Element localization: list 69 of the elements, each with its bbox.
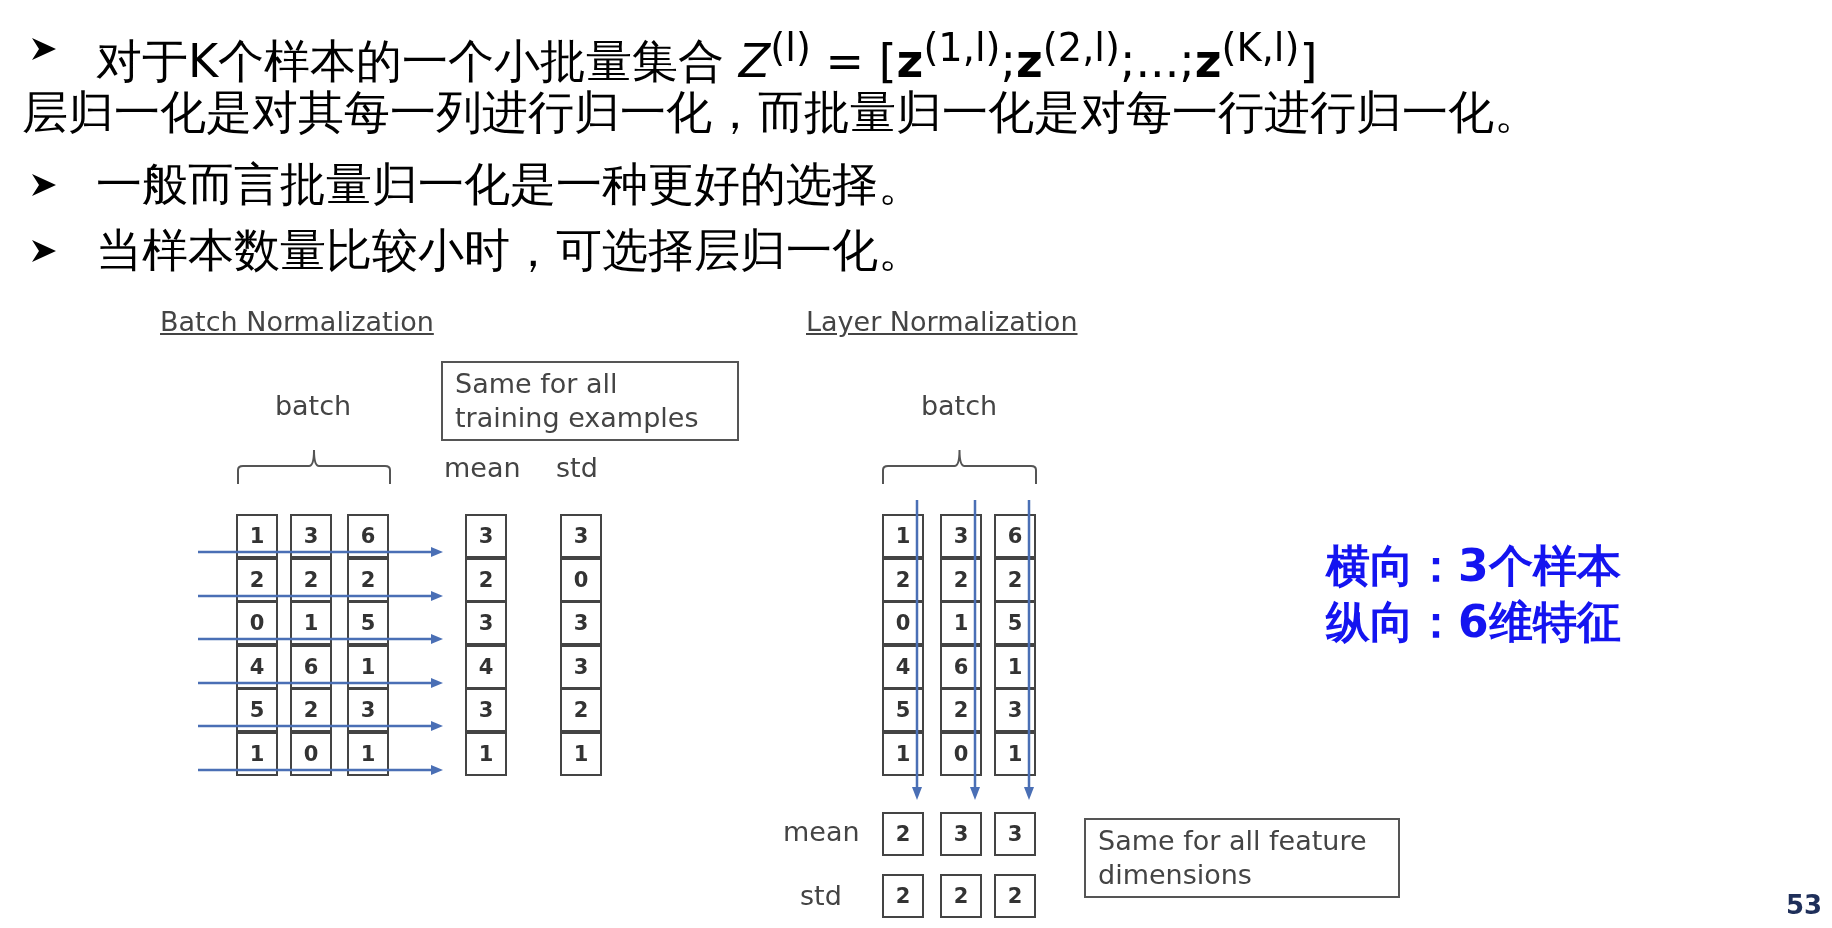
matrix-cell: 5 bbox=[994, 601, 1036, 645]
matrix-cell: 5 bbox=[882, 688, 924, 732]
std-cell: 2 bbox=[940, 874, 982, 918]
matrix-cell: 4 bbox=[465, 644, 507, 689]
matrix-cell: 6 bbox=[290, 644, 332, 689]
matrix-cell: 0 bbox=[560, 557, 602, 602]
matrix-cell: 1 bbox=[940, 601, 982, 645]
matrix-cell: 2 bbox=[940, 688, 982, 732]
matrix-cell: 3 bbox=[465, 514, 507, 558]
note-box: Same for all training examples bbox=[441, 361, 739, 441]
matrix-cell: 3 bbox=[465, 688, 507, 732]
matrix-cell: 6 bbox=[347, 514, 389, 558]
matrix-cell: 1 bbox=[560, 731, 602, 776]
matrix-cell: 2 bbox=[940, 557, 982, 602]
matrix-cell: 3 bbox=[560, 644, 602, 689]
matrix-cell: 2 bbox=[290, 557, 332, 602]
matrix-cell: 1 bbox=[465, 731, 507, 776]
column-label: std bbox=[556, 452, 598, 484]
matrix-cell: 5 bbox=[347, 601, 389, 645]
matrix-cell: 0 bbox=[882, 601, 924, 645]
mean-cell: 3 bbox=[994, 812, 1036, 856]
matrix-cell: 2 bbox=[882, 557, 924, 602]
bullet-text: 一般而言批量归一化是一种更好的选择。 bbox=[96, 156, 924, 212]
matrix-cell: 4 bbox=[236, 644, 278, 689]
matrix-cell: 1 bbox=[882, 731, 924, 776]
note-box: Same for all feature dimensions bbox=[1084, 818, 1400, 898]
matrix-cell: 2 bbox=[290, 688, 332, 732]
matrix-cell: 2 bbox=[994, 557, 1036, 602]
matrix-cell: 3 bbox=[560, 514, 602, 558]
mean-cell: 3 bbox=[940, 812, 982, 856]
matrix-cell: 1 bbox=[882, 514, 924, 558]
matrix-cell: 3 bbox=[347, 688, 389, 732]
matrix-cell: 0 bbox=[290, 731, 332, 776]
page-number: 53 bbox=[1786, 890, 1823, 920]
matrix-cell: 1 bbox=[236, 514, 278, 558]
mean-cell: 2 bbox=[882, 812, 924, 856]
section-title: Layer Normalization bbox=[806, 306, 1078, 338]
annotation-text: 纵向：6维特征 bbox=[1326, 595, 1621, 649]
matrix-cell: 2 bbox=[236, 557, 278, 602]
bullet-text: 当样本数量比较小时，可选择层归一化。 bbox=[96, 222, 924, 278]
annotation-text: 横向：3个样本 bbox=[1326, 539, 1621, 593]
axis-label: batch bbox=[920, 390, 998, 422]
section-title: Batch Normalization bbox=[160, 306, 434, 338]
column-label: std bbox=[800, 880, 842, 912]
matrix-cell: 0 bbox=[236, 601, 278, 645]
matrix-cell: 2 bbox=[465, 557, 507, 602]
column-label: mean bbox=[783, 816, 860, 848]
axis-label: batch bbox=[274, 390, 352, 422]
std-cell: 2 bbox=[882, 874, 924, 918]
matrix-cell: 6 bbox=[940, 644, 982, 689]
matrix-cell: 3 bbox=[994, 688, 1036, 732]
matrix-cell: 3 bbox=[560, 601, 602, 645]
column-label: mean bbox=[444, 452, 521, 484]
matrix-cell: 1 bbox=[290, 601, 332, 645]
matrix-cell: 1 bbox=[347, 731, 389, 776]
matrix-cell: 2 bbox=[347, 557, 389, 602]
matrix-cell: 3 bbox=[290, 514, 332, 558]
matrix-cell: 4 bbox=[882, 644, 924, 689]
matrix-cell: 3 bbox=[940, 514, 982, 558]
matrix-cell: 0 bbox=[940, 731, 982, 776]
std-cell: 2 bbox=[994, 874, 1036, 918]
matrix-cell: 3 bbox=[465, 601, 507, 645]
matrix-cell: 2 bbox=[560, 688, 602, 732]
matrix-cell: 1 bbox=[347, 644, 389, 689]
matrix-cell: 5 bbox=[236, 688, 278, 732]
matrix-cell: 1 bbox=[236, 731, 278, 776]
matrix-cell: 6 bbox=[994, 514, 1036, 558]
matrix-cell: 1 bbox=[994, 731, 1036, 776]
matrix-cell: 1 bbox=[994, 644, 1036, 689]
